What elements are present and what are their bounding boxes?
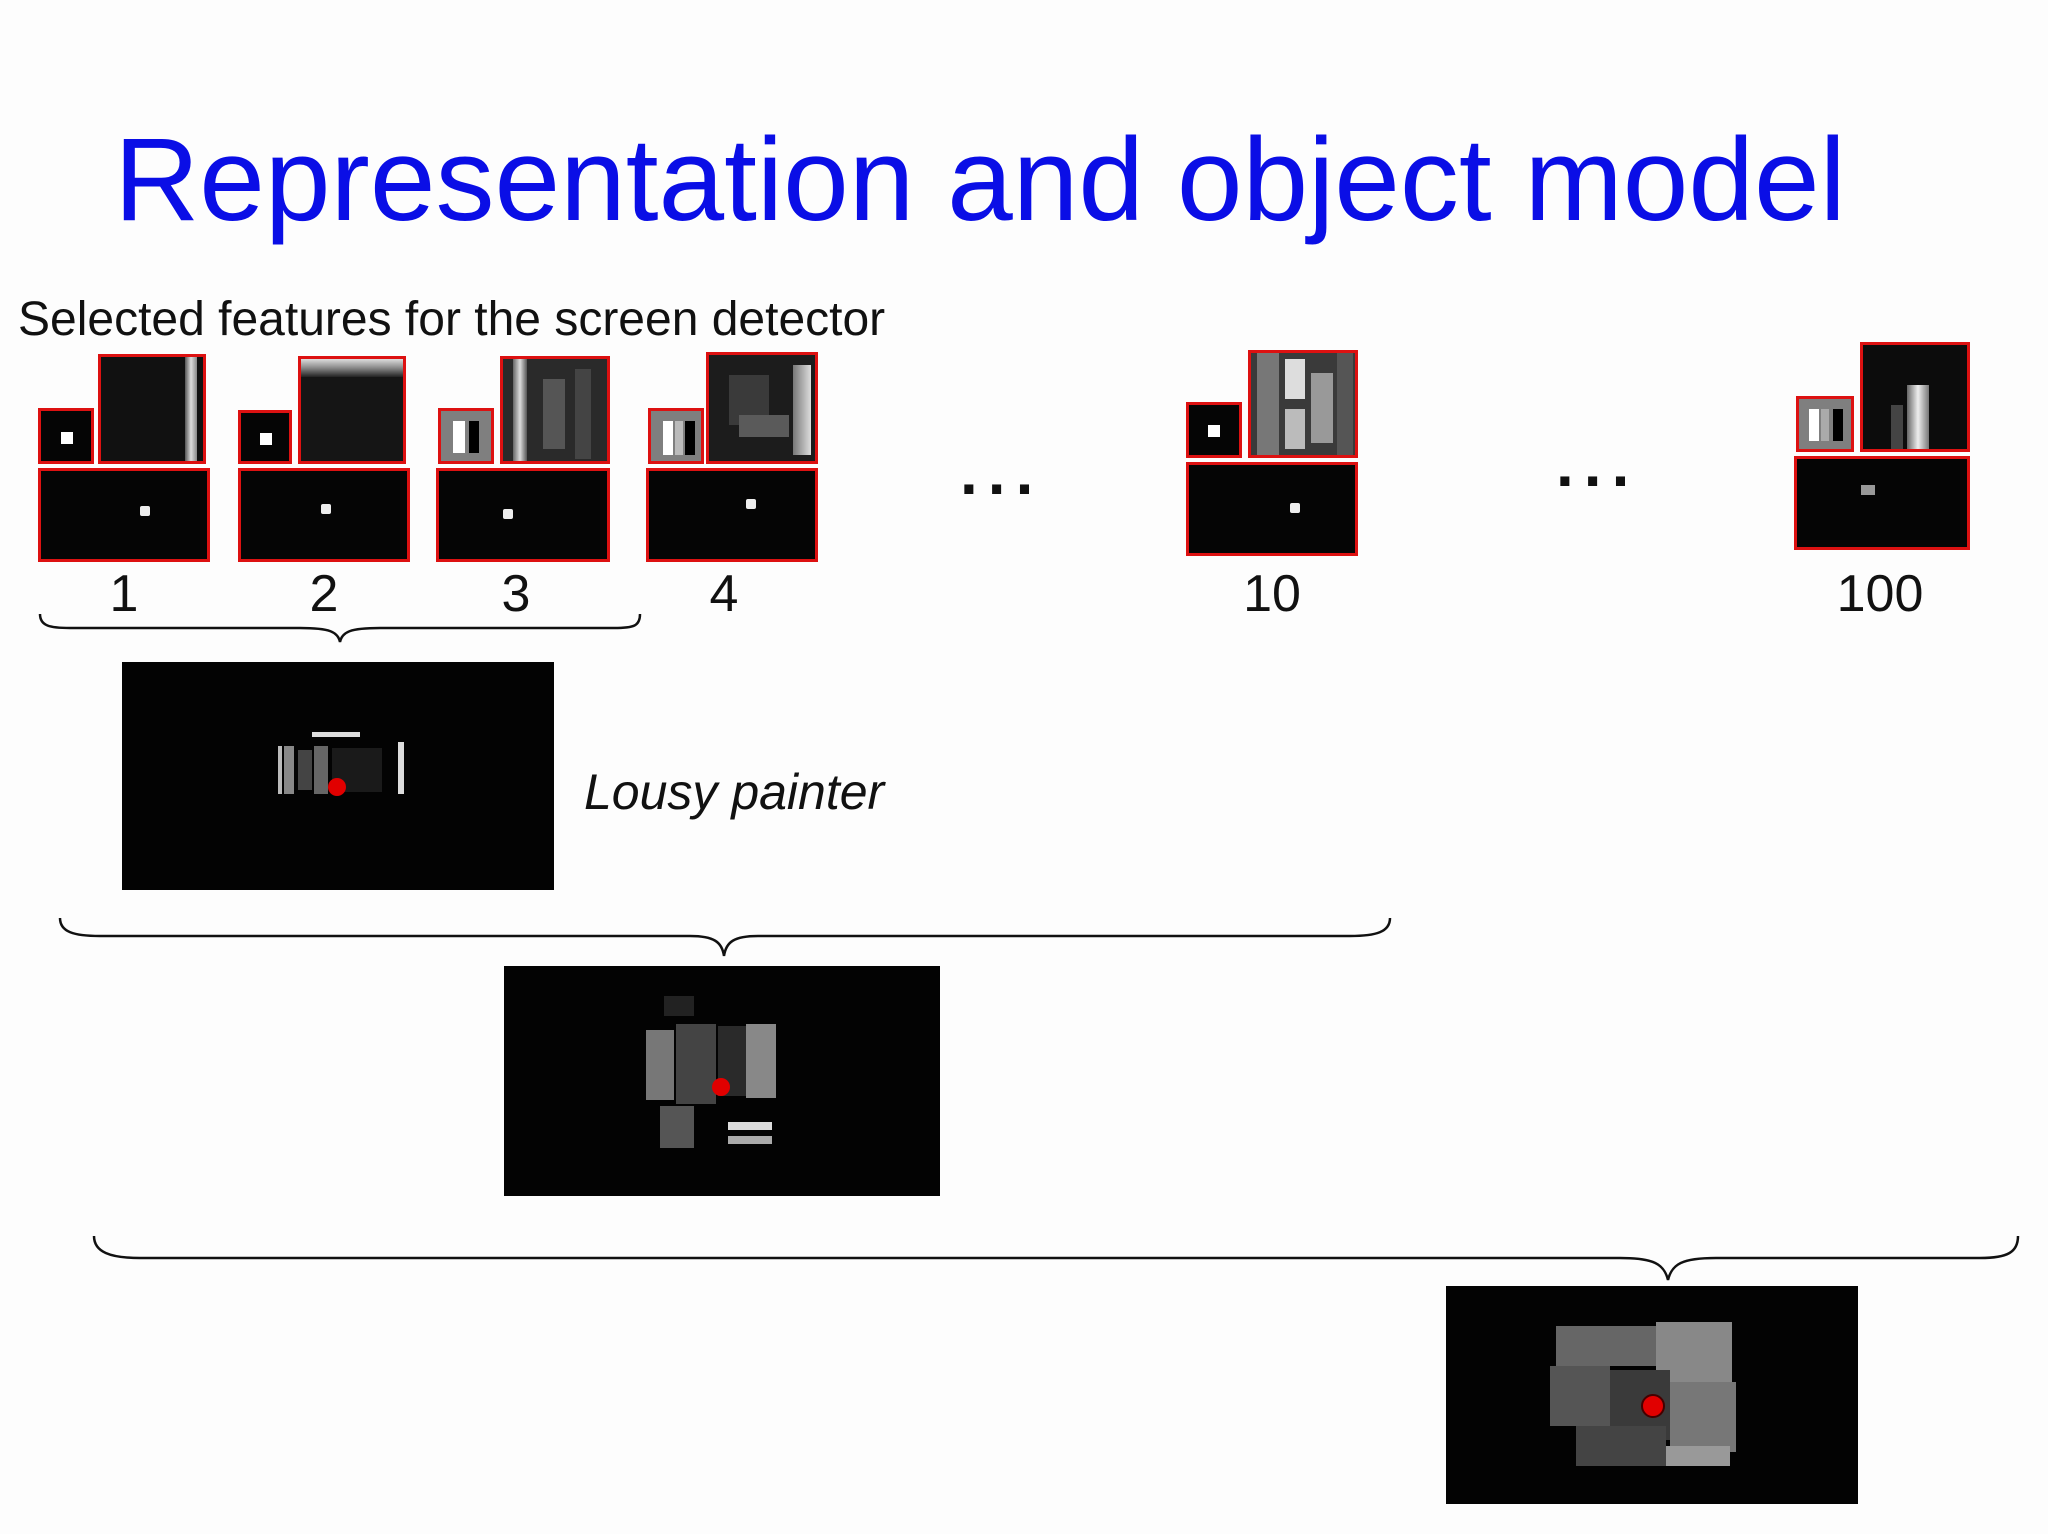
feature-4-filter xyxy=(648,408,704,464)
feature-label-100: 100 xyxy=(1836,565,1924,623)
center-point-3 xyxy=(1641,1394,1665,1418)
feature-label-10: 10 xyxy=(1243,565,1301,623)
feature-2-filter xyxy=(238,410,292,464)
feature-3-patch xyxy=(500,356,610,464)
center-point-1 xyxy=(328,778,346,796)
model-output-10-features xyxy=(504,966,940,1196)
features-caption: Selected features for the screen detecto… xyxy=(18,293,886,346)
feature-1-filter xyxy=(38,408,94,464)
feature-label-4: 4 xyxy=(709,565,739,623)
feature-1-patch xyxy=(98,354,206,464)
feature-label-2: 2 xyxy=(309,565,339,623)
model-output-3-features xyxy=(122,662,554,890)
feature-3-position-map xyxy=(436,468,610,562)
page-title: Representation and object model xyxy=(114,114,1846,246)
feature-100-filter xyxy=(1796,396,1854,452)
feature-4-patch xyxy=(706,352,818,464)
feature-10-filter xyxy=(1186,402,1242,458)
feature-10-position-map xyxy=(1186,462,1358,556)
feature-3-filter xyxy=(438,408,494,464)
lousy-painter-label: Lousy painter xyxy=(584,764,885,820)
feature-4-position-map xyxy=(646,468,818,562)
feature-label-3: 3 xyxy=(501,565,531,623)
feature-label-1: 1 xyxy=(109,565,139,623)
center-point-2 xyxy=(712,1078,730,1096)
feature-2-patch xyxy=(298,356,406,464)
feature-2-position-map xyxy=(238,468,410,562)
feature-100-patch xyxy=(1860,342,1970,452)
feature-10-patch xyxy=(1248,350,1358,458)
model-output-100-features xyxy=(1446,1286,1858,1504)
feature-1-position-map xyxy=(38,468,210,562)
feature-100-position-map xyxy=(1794,456,1970,550)
